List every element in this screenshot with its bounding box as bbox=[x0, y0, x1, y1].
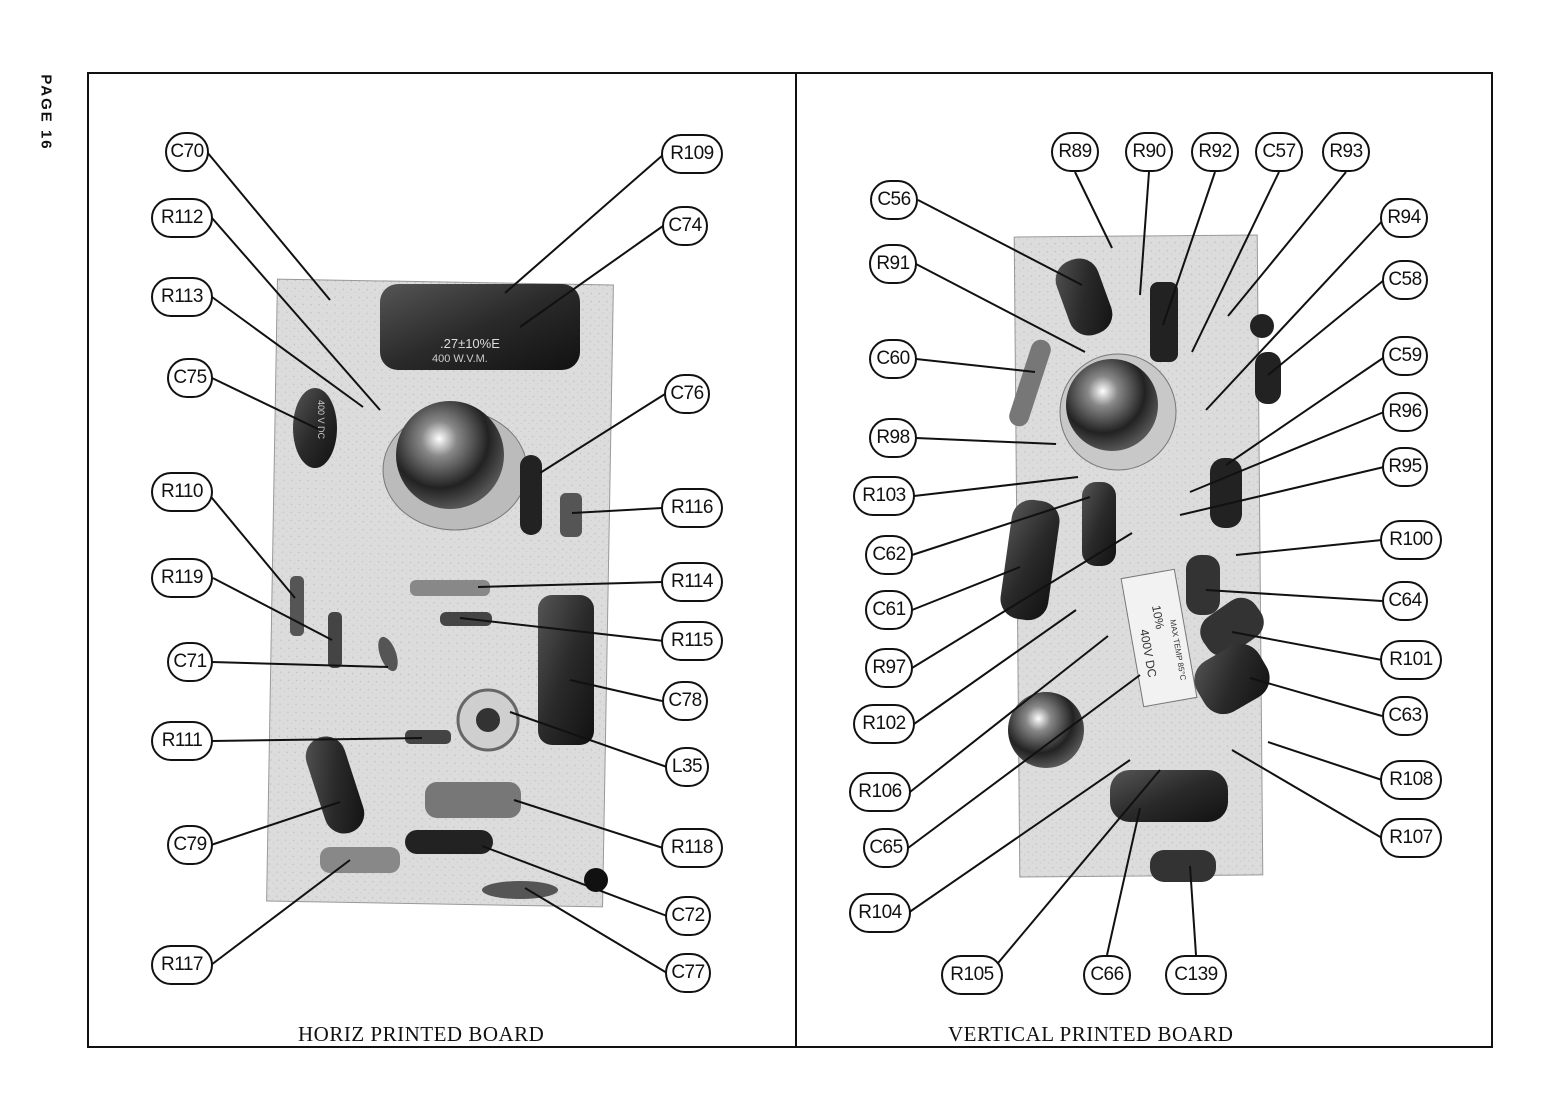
label-r118: R118 bbox=[661, 828, 723, 868]
label-r96: R96 bbox=[1382, 392, 1428, 432]
figure-frame bbox=[87, 72, 1493, 1048]
label-r94: R94 bbox=[1380, 198, 1428, 238]
horiz-board-photo: .27±10%E 400 W.V.M. 400 V DC bbox=[266, 278, 614, 908]
label-c71: C71 bbox=[167, 642, 213, 682]
label-r105: R105 bbox=[941, 955, 1003, 995]
label-r89: R89 bbox=[1051, 132, 1099, 172]
caption-horiz-board: HORIZ PRINTED BOARD bbox=[298, 1022, 545, 1046]
label-c74: C74 bbox=[662, 206, 708, 246]
c64-block-marking-line1: 10% bbox=[1149, 604, 1167, 630]
label-r106: R106 bbox=[849, 772, 911, 812]
label-r104: R104 bbox=[849, 893, 911, 933]
label-r116: R116 bbox=[661, 488, 723, 528]
label-r109: R109 bbox=[661, 134, 723, 174]
label-r113: R113 bbox=[151, 277, 213, 317]
label-c75: C75 bbox=[167, 358, 213, 398]
c75-marking: 400 V DC bbox=[316, 400, 326, 440]
label-c76: C76 bbox=[664, 374, 710, 414]
caption-vertical-board: VERTICAL PRINTED BOARD bbox=[948, 1022, 1234, 1046]
label-r101: R101 bbox=[1380, 640, 1442, 680]
label-c56: C56 bbox=[870, 180, 918, 220]
label-c61: C61 bbox=[865, 590, 913, 630]
label-r100: R100 bbox=[1380, 520, 1442, 560]
label-r91: R91 bbox=[869, 244, 917, 284]
vertical-board-photo: 10% 400V DC MAX TEMP 85°C bbox=[1000, 234, 1281, 882]
label-r115: R115 bbox=[661, 621, 723, 661]
label-c57: C57 bbox=[1255, 132, 1303, 172]
label-c66: C66 bbox=[1083, 955, 1131, 995]
label-r117: R117 bbox=[151, 945, 213, 985]
c74-marking-line2: 400 W.V.M. bbox=[432, 353, 488, 365]
label-r103: R103 bbox=[853, 476, 915, 516]
label-r108: R108 bbox=[1380, 760, 1442, 800]
label-c65: C65 bbox=[863, 828, 909, 868]
label-r102: R102 bbox=[853, 704, 915, 744]
label-r107: R107 bbox=[1380, 818, 1442, 858]
panel-divider bbox=[795, 72, 797, 1048]
label-r119: R119 bbox=[151, 558, 213, 598]
label-r114: R114 bbox=[661, 562, 723, 602]
label-r90: R90 bbox=[1125, 132, 1173, 172]
label-c63: C63 bbox=[1382, 696, 1428, 736]
label-l35: L35 bbox=[665, 747, 709, 787]
label-r110: R110 bbox=[151, 472, 213, 512]
label-r95: R95 bbox=[1382, 447, 1428, 487]
label-r112: R112 bbox=[151, 198, 213, 238]
label-r97: R97 bbox=[865, 648, 913, 688]
label-r111: R111 bbox=[151, 721, 213, 761]
label-c79: C79 bbox=[167, 825, 213, 865]
label-c139: C139 bbox=[1165, 955, 1227, 995]
label-c58: C58 bbox=[1382, 260, 1428, 300]
label-c59: C59 bbox=[1382, 336, 1428, 376]
leader-lines bbox=[206, 151, 1387, 976]
label-r98: R98 bbox=[869, 418, 917, 458]
label-r93: R93 bbox=[1322, 132, 1370, 172]
label-c78: C78 bbox=[662, 681, 708, 721]
label-c62: C62 bbox=[865, 535, 913, 575]
label-c60: C60 bbox=[869, 339, 917, 379]
c74-marking-line1: .27±10%E bbox=[440, 336, 500, 351]
label-r92: R92 bbox=[1191, 132, 1239, 172]
label-c70: C70 bbox=[165, 132, 209, 172]
label-c72: C72 bbox=[665, 896, 711, 936]
label-c64: C64 bbox=[1382, 581, 1428, 621]
label-c77: C77 bbox=[665, 953, 711, 993]
